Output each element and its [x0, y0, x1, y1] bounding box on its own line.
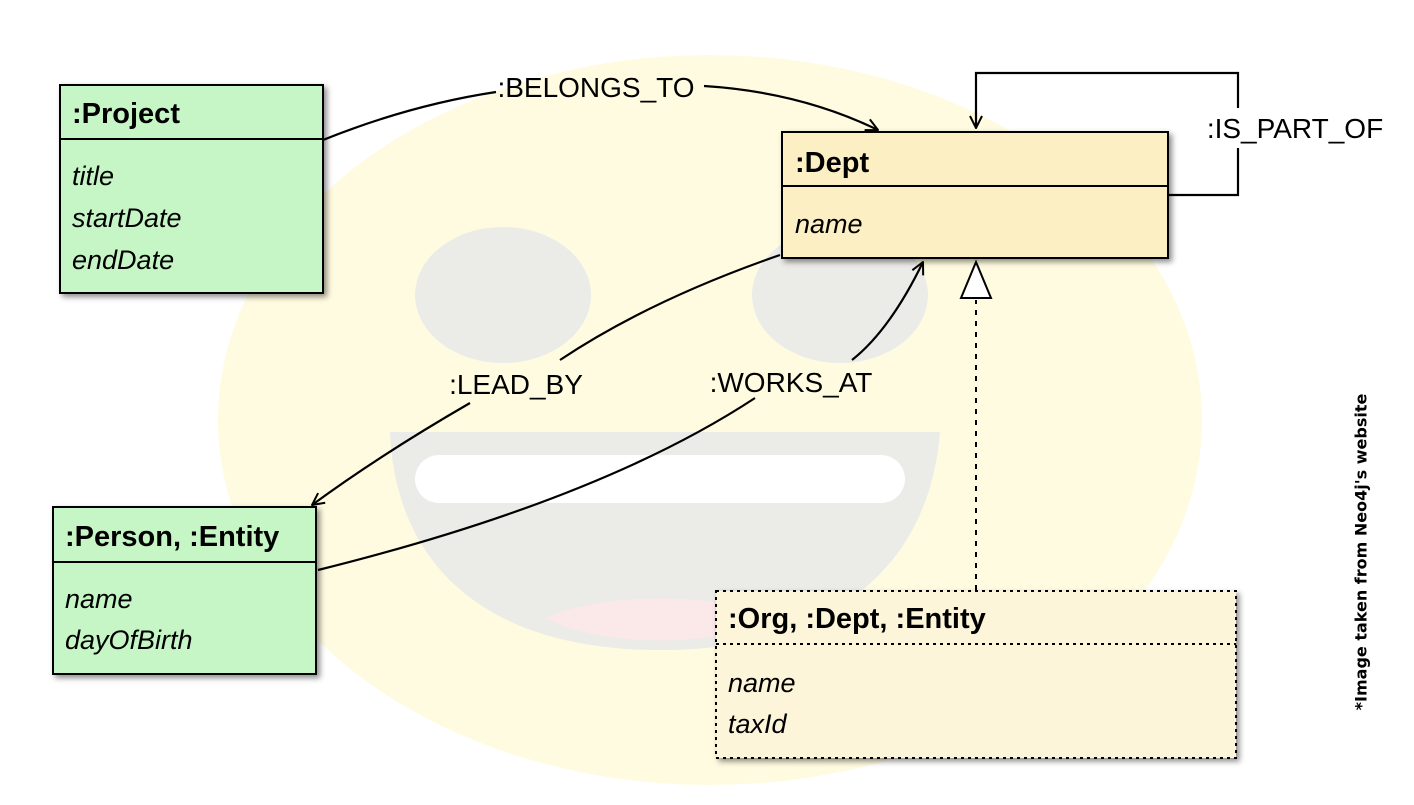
dept-node: :Dept name [781, 131, 1169, 259]
belongs-to-label: :BELONGS_TO [497, 72, 694, 103]
belongs-to-edge [322, 90, 497, 142]
lead-by-edge [559, 253, 781, 361]
project-node: :Project title startDate endDate [59, 84, 324, 294]
is-part-of-label: :IS_PART_OF [1207, 113, 1383, 144]
lead-by-label: :LEAD_BY [449, 369, 583, 400]
project-attr-end-date: endDate [72, 245, 174, 275]
project-node-title: :Project [72, 98, 180, 130]
person-attr-day-of-birth: dayOfBirth [65, 625, 193, 655]
person-attr-name: name [65, 584, 133, 614]
org-attr-tax-id: taxId [728, 709, 788, 739]
works-at-edge-arrow [851, 262, 923, 361]
dept-attr-name: name [795, 209, 863, 239]
org-dept-entity-node: :Org, :Dept, :Entity name taxId [715, 590, 1237, 759]
image-source-note: *Image taken from Neo4j's website [1351, 393, 1371, 711]
dept-node-title: :Dept [795, 147, 869, 179]
generalization-triangle-icon [959, 259, 993, 299]
person-entity-node: :Person, :Entity name dayOfBirth [52, 506, 317, 675]
works-at-edge [317, 397, 756, 572]
works-at-label: :WORKS_AT [710, 367, 873, 398]
project-attr-start-date: startDate [72, 203, 182, 233]
project-attr-title: title [72, 161, 114, 191]
org-node-title: :Org, :Dept, :Entity [728, 603, 986, 635]
org-attr-name: name [728, 668, 796, 698]
person-node-title: :Person, :Entity [65, 521, 279, 553]
lead-by-edge-arrow [312, 402, 471, 505]
belongs-to-edge-arrow [703, 84, 878, 130]
is-part-of-edge [976, 71, 1240, 197]
